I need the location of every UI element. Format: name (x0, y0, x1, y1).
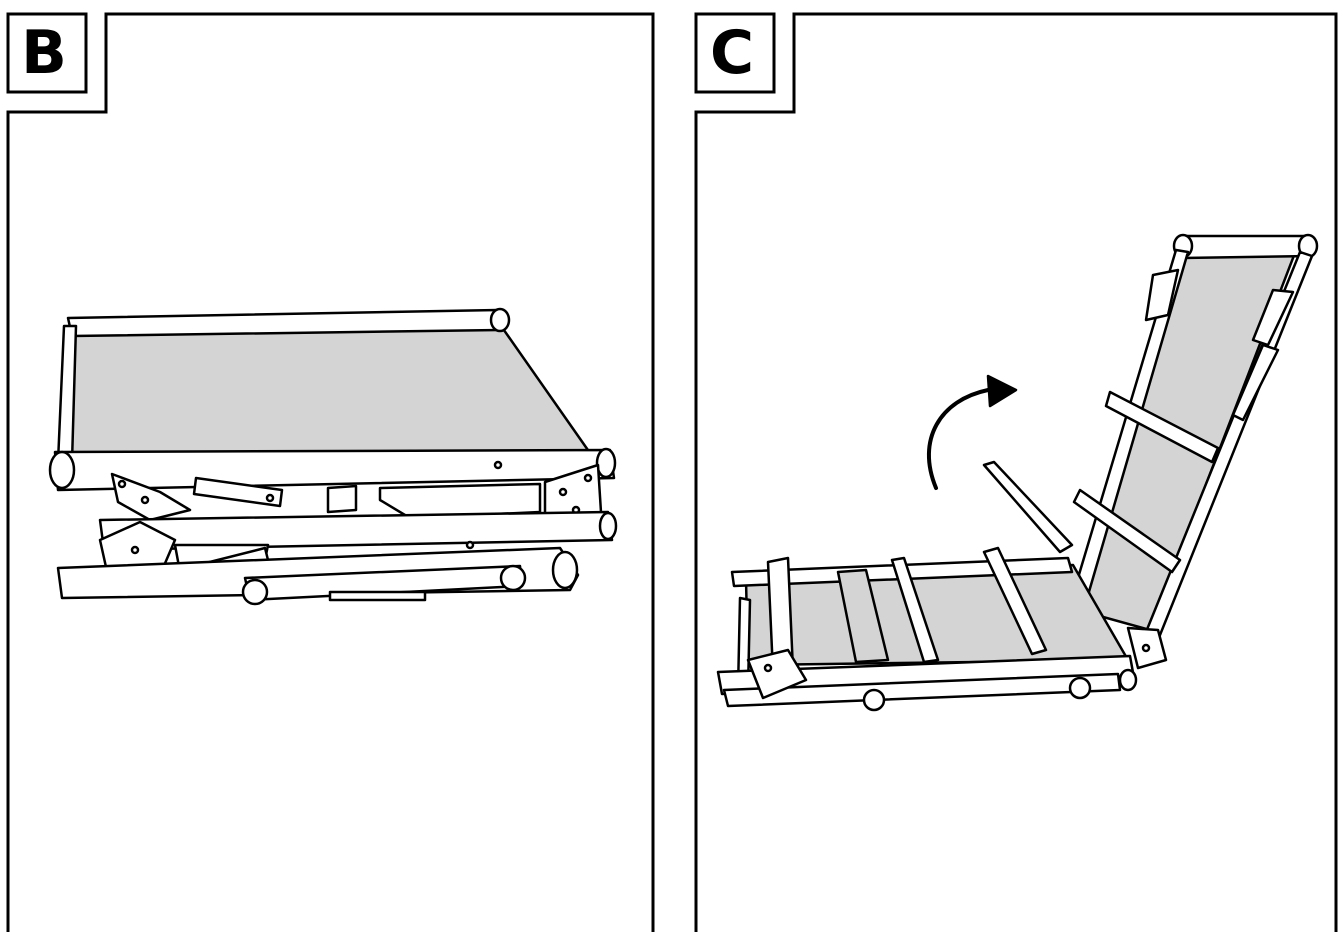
step-label-c: C (709, 18, 755, 88)
label-box (694, 12, 776, 94)
unfolding-lounger-illustration (716, 233, 1319, 712)
folded-lounger-illustration (48, 307, 618, 606)
step-label-b: B (21, 18, 67, 88)
panel-c-frame (694, 12, 1338, 932)
step-panel-c: C (688, 0, 1343, 934)
label-box (6, 12, 88, 94)
step-panel-b: B (0, 0, 660, 934)
panel-b-frame (6, 12, 655, 932)
